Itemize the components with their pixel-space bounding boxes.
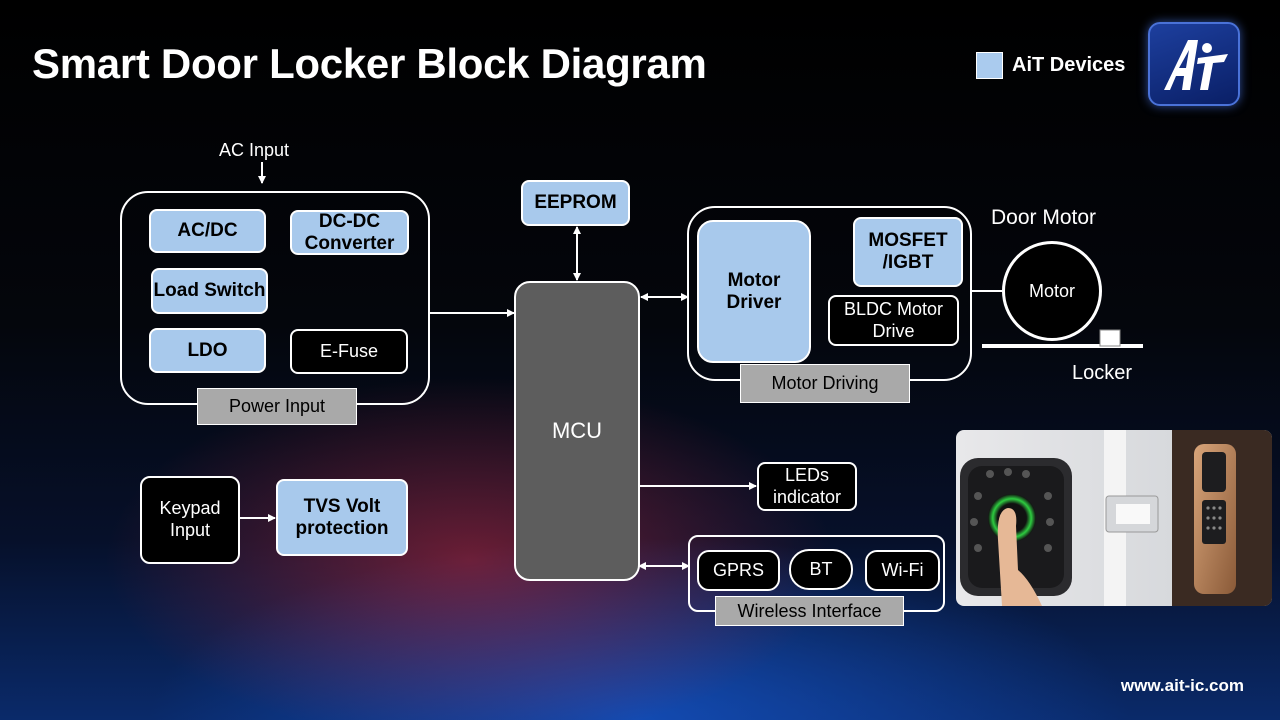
dcdc-converter-block: DC-DC Converter (290, 210, 409, 255)
door-motor-title: Door Motor (991, 206, 1097, 229)
locker-label: Locker (1072, 362, 1133, 384)
smart-lock-photo (956, 430, 1272, 606)
gprs-block: GPRS (697, 550, 780, 591)
motor-driver-block: Motor Driver (697, 220, 811, 363)
page-title: Smart Door Locker Block Diagram (32, 40, 707, 87)
legend-label: AiT Devices (1012, 54, 1126, 76)
locker-bolt (1099, 329, 1121, 347)
acdc-block: AC/DC (149, 209, 266, 253)
ldo-block: LDO (149, 328, 266, 373)
tvs-volt-protection-block: TVS Volt protection (276, 479, 408, 556)
legend-swatch (976, 52, 1003, 79)
bt-block: BT (789, 549, 853, 590)
mosfet-igbt-block: MOSFET /IGBT (853, 217, 963, 287)
load-switch-block: Load Switch (151, 268, 268, 314)
mcu-block: MCU (514, 281, 640, 581)
leds-indicator-block: LEDs indicator (757, 462, 857, 511)
power-input-tag: Power Input (197, 388, 357, 425)
ait-logo (1148, 22, 1240, 106)
eeprom-block: EEPROM (521, 180, 630, 226)
ac-input-label: AC Input (219, 140, 290, 160)
efuse-block: E-Fuse (290, 329, 408, 374)
motor-driving-tag: Motor Driving (740, 364, 910, 403)
wireless-interface-tag: Wireless Interface (715, 596, 904, 626)
motor-circle: Motor (1002, 241, 1102, 341)
wifi-block: Wi-Fi (865, 550, 940, 591)
keypad-input-block: Keypad Input (140, 476, 240, 564)
website-url[interactable]: www.ait-ic.com (1120, 676, 1244, 695)
bldc-motor-drive-block: BLDC Motor Drive (828, 295, 959, 346)
